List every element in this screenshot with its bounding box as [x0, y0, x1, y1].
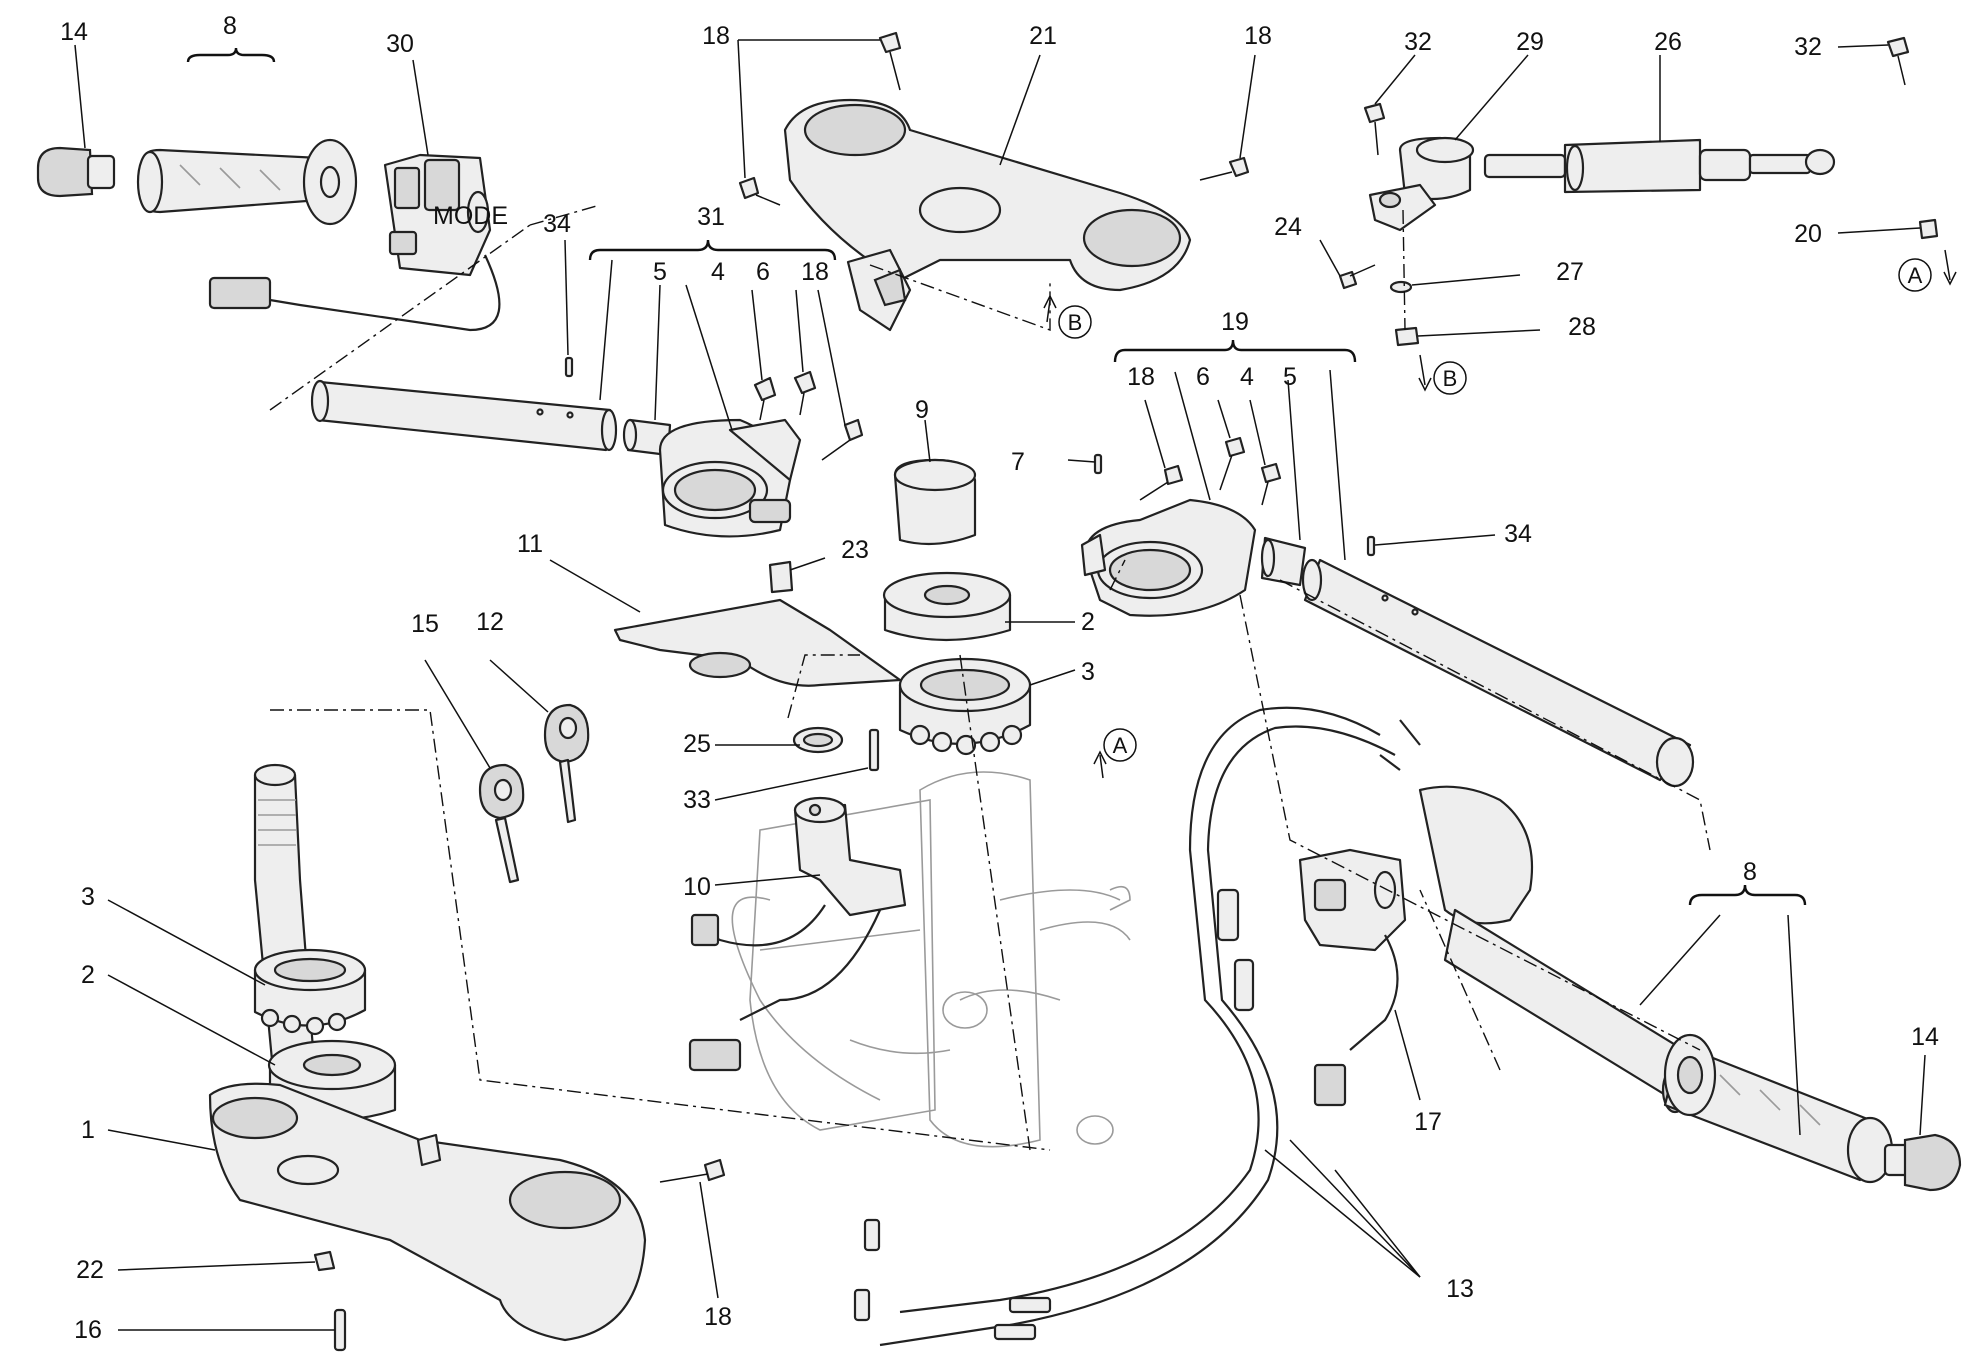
part-2-seal-upper	[882, 571, 1012, 642]
callout-24: 24	[1274, 213, 1302, 241]
part-9-cap	[893, 458, 977, 546]
part-25-clip	[792, 726, 844, 754]
part-5-spacer-right	[1260, 536, 1307, 587]
leader-lines	[74, 39, 1926, 1331]
callout-11: 11	[517, 530, 543, 558]
callout-33: 33	[683, 786, 711, 814]
callout-18: 18	[801, 258, 829, 286]
callout-1: 1	[81, 1116, 95, 1144]
callout-22: 22	[76, 1256, 104, 1284]
part-handlebar-tube-right	[1301, 558, 1695, 788]
callout-27: 27	[1556, 258, 1584, 286]
callout-10: 10	[683, 873, 711, 901]
callout-23: 23	[841, 536, 869, 564]
callout-25: 25	[683, 730, 711, 758]
callout-5: 5	[1283, 363, 1297, 391]
part-12-key	[543, 703, 590, 824]
part-21-top-yoke	[783, 98, 1192, 332]
callout-32: 32	[1794, 33, 1822, 61]
part-29-damper-bracket	[1368, 136, 1475, 232]
ref-marker-b-upper: B	[1068, 310, 1083, 335]
callout-17: 17	[1414, 1108, 1442, 1136]
callout-5: 5	[653, 258, 667, 286]
callout-29: 29	[1516, 28, 1544, 56]
frame-ghost	[731, 771, 1131, 1148]
callout-numbers: 14 8 30 34 31 5 4 6 18 18 21 18 32 29 26…	[60, 12, 1939, 1344]
callout-34: 34	[1504, 520, 1532, 548]
callout-18: 18	[704, 1303, 732, 1331]
bolts-top-yoke	[738, 31, 1250, 206]
callout-8: 8	[223, 12, 237, 40]
part-33-screw	[868, 728, 880, 772]
part-23-nut	[768, 560, 794, 594]
part-26-steering-damper	[1483, 138, 1836, 194]
part-11-cover	[613, 598, 902, 687]
callout-18: 18	[1244, 22, 1272, 50]
part-15-key	[478, 763, 525, 884]
callout-7: 7	[1011, 448, 1025, 476]
part-31-clamp-left	[658, 418, 802, 538]
ref-marker-a-upper: A	[1908, 263, 1923, 288]
part-3-bearing-upper	[898, 657, 1032, 756]
callout-32: 32	[1404, 28, 1432, 56]
ref-marker-a-lower: A	[1113, 733, 1128, 758]
reference-markers: B A B A	[1043, 249, 1957, 779]
callout-6: 6	[1196, 363, 1210, 391]
part-8-grip-left	[136, 138, 358, 226]
ref-marker-b-lower: B	[1443, 366, 1458, 391]
callout-19: 19	[1221, 308, 1249, 336]
callout-20: 20	[1794, 220, 1822, 248]
part-1-lower-yoke	[208, 1082, 647, 1342]
callout-14: 14	[60, 18, 88, 46]
callout-8: 8	[1743, 858, 1757, 886]
callout-26: 26	[1654, 28, 1682, 56]
callout-3: 3	[81, 883, 95, 911]
part-7-pin	[1093, 453, 1103, 475]
callout-34: 34	[543, 210, 571, 238]
part-30-switch-left: MODE	[208, 153, 508, 332]
callout-2: 2	[1081, 608, 1095, 636]
part-34-pin-left	[564, 356, 574, 378]
callout-31: 31	[697, 203, 725, 231]
callout-14: 14	[1911, 1023, 1939, 1051]
callout-2: 2	[81, 961, 95, 989]
callout-3: 3	[1081, 658, 1095, 686]
callout-18: 18	[702, 22, 730, 50]
part-10-ignition-switch	[688, 796, 907, 1072]
callout-13: 13	[1446, 1275, 1474, 1303]
callout-28: 28	[1568, 313, 1596, 341]
part-34-pin-right	[1366, 535, 1376, 557]
callout-30: 30	[386, 30, 414, 58]
callout-9: 9	[915, 396, 929, 424]
bolts-left-clamp	[753, 370, 864, 461]
part-8-grip-right	[1663, 1033, 1894, 1184]
callout-6: 6	[756, 258, 770, 286]
callout-4: 4	[711, 258, 725, 286]
bolts-damper	[1338, 36, 1939, 347]
callout-21: 21	[1029, 22, 1057, 50]
bolts-right-clamp	[1139, 436, 1282, 506]
part-19-clamp-right	[1080, 498, 1257, 617]
callout-12: 12	[476, 608, 504, 636]
switch-mode-label: MODE	[433, 202, 508, 230]
part-throttle-housing	[1418, 785, 1702, 1114]
part-13-throttle-cables	[853, 706, 1421, 1347]
part-14-bar-end-left	[36, 146, 116, 198]
callout-4: 4	[1240, 363, 1254, 391]
callout-18: 18	[1127, 363, 1155, 391]
part-handlebar-tube-left	[310, 379, 618, 452]
part-17-switch-right	[1298, 848, 1407, 1107]
callout-16: 16	[74, 1316, 102, 1344]
part-3-bearing-lower	[253, 948, 367, 1036]
callout-15: 15	[411, 610, 439, 638]
part-14-bar-end-right	[1883, 1133, 1962, 1192]
